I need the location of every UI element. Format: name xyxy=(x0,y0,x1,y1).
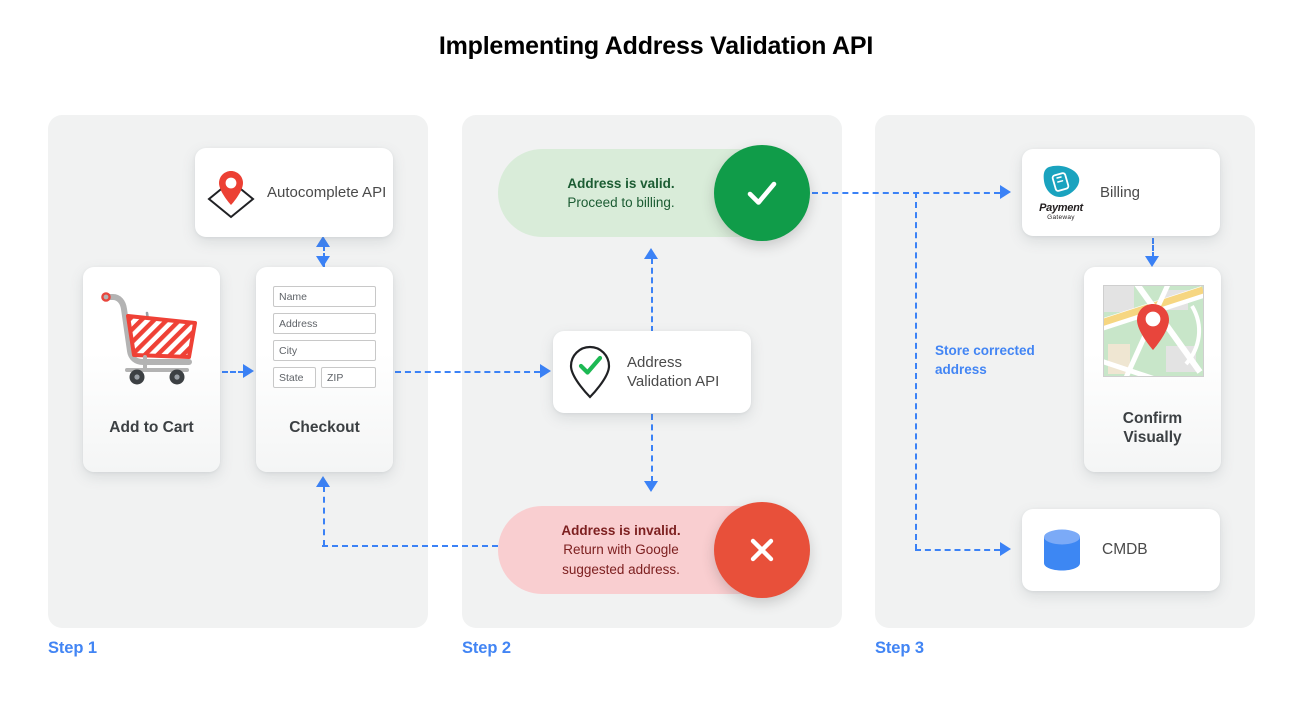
invalid-badge xyxy=(714,502,810,598)
arrow-cart-to-checkout xyxy=(243,364,254,378)
connector-validation-valid xyxy=(651,258,653,332)
connector-invalid-checkout-vertical xyxy=(323,486,325,546)
address-valid-text: Address is valid. Proceed to billing. xyxy=(498,174,806,212)
city-field[interactable]: City xyxy=(273,340,376,361)
arrow-up-to-valid xyxy=(644,248,658,259)
address-invalid-line1: Address is invalid. xyxy=(561,523,681,539)
connector-cart-checkout xyxy=(222,371,244,373)
database-icon xyxy=(1022,524,1102,576)
autocomplete-api-card[interactable]: Autocomplete API xyxy=(195,148,393,237)
add-to-cart-caption: Add to Cart xyxy=(109,419,194,436)
payment-gateway-sub: Gateway xyxy=(1047,214,1075,221)
checkout-caption: Checkout xyxy=(289,419,360,436)
shopping-cart-icon xyxy=(97,285,207,390)
address-valid-banner: Address is valid. Proceed to billing. xyxy=(498,145,810,241)
address-invalid-text: Address is invalid. Return with Google s… xyxy=(498,521,806,578)
connector-valid-billing xyxy=(812,192,1000,194)
address-invalid-line3: suggested address. xyxy=(562,561,680,577)
address-invalid-banner: Address is invalid. Return with Google s… xyxy=(498,502,810,598)
autocomplete-api-label: Autocomplete API xyxy=(267,183,387,201)
page-title: Implementing Address Validation API xyxy=(438,32,874,60)
arrow-up-to-autocomplete xyxy=(316,236,330,247)
arrow-to-billing xyxy=(1000,185,1011,199)
step-3-label: Step 3 xyxy=(875,639,924,657)
address-field[interactable]: Address xyxy=(273,313,376,334)
add-to-cart-card[interactable]: Add to Cart xyxy=(83,267,220,472)
arrow-back-to-checkout xyxy=(316,476,330,487)
arrow-to-validation-api xyxy=(540,364,551,378)
connector-store-corrected-address xyxy=(915,192,917,550)
close-icon xyxy=(750,538,774,562)
store-corrected-address-note: Store corrected address xyxy=(935,343,1035,378)
arrow-to-confirm-visually xyxy=(1145,256,1159,267)
check-icon xyxy=(747,181,777,205)
payment-gateway-icon: Payment Gateway xyxy=(1022,164,1100,221)
checkout-form: Name Address City State ZIP xyxy=(273,286,376,388)
billing-card[interactable]: Payment Gateway Billing xyxy=(1022,149,1220,236)
arrow-down-to-invalid xyxy=(644,481,658,492)
name-field[interactable]: Name xyxy=(273,286,376,307)
map-thumbnail-icon xyxy=(1103,285,1204,377)
cmdb-card[interactable]: CMDB xyxy=(1022,509,1220,591)
zip-field[interactable]: ZIP xyxy=(321,367,376,388)
address-valid-line1: Address is valid. xyxy=(567,175,675,191)
connector-store-to-cmdb xyxy=(915,549,1000,551)
valid-badge xyxy=(714,145,810,241)
arrow-to-cmdb xyxy=(1000,542,1011,556)
map-pin-check-icon xyxy=(553,344,627,400)
arrow-down-to-checkout xyxy=(316,256,330,267)
connector-validation-invalid xyxy=(651,414,653,482)
connector-billing-confirm xyxy=(1152,238,1154,258)
address-invalid-line2: Return with Google xyxy=(563,542,679,558)
billing-label: Billing xyxy=(1100,183,1141,201)
connector-checkout-validation xyxy=(395,371,540,373)
map-pin-diamond-icon xyxy=(195,165,267,221)
address-valid-line2: Proceed to billing. xyxy=(567,195,675,210)
step-1-label: Step 1 xyxy=(48,639,97,657)
connector-invalid-checkout xyxy=(322,545,498,547)
payment-gateway-name: Payment xyxy=(1039,202,1083,214)
checkout-card[interactable]: Name Address City State ZIP Checkout xyxy=(256,267,393,472)
cmdb-label: CMDB xyxy=(1102,541,1148,559)
state-field[interactable]: State xyxy=(273,367,316,388)
step-2-label: Step 2 xyxy=(462,639,511,657)
